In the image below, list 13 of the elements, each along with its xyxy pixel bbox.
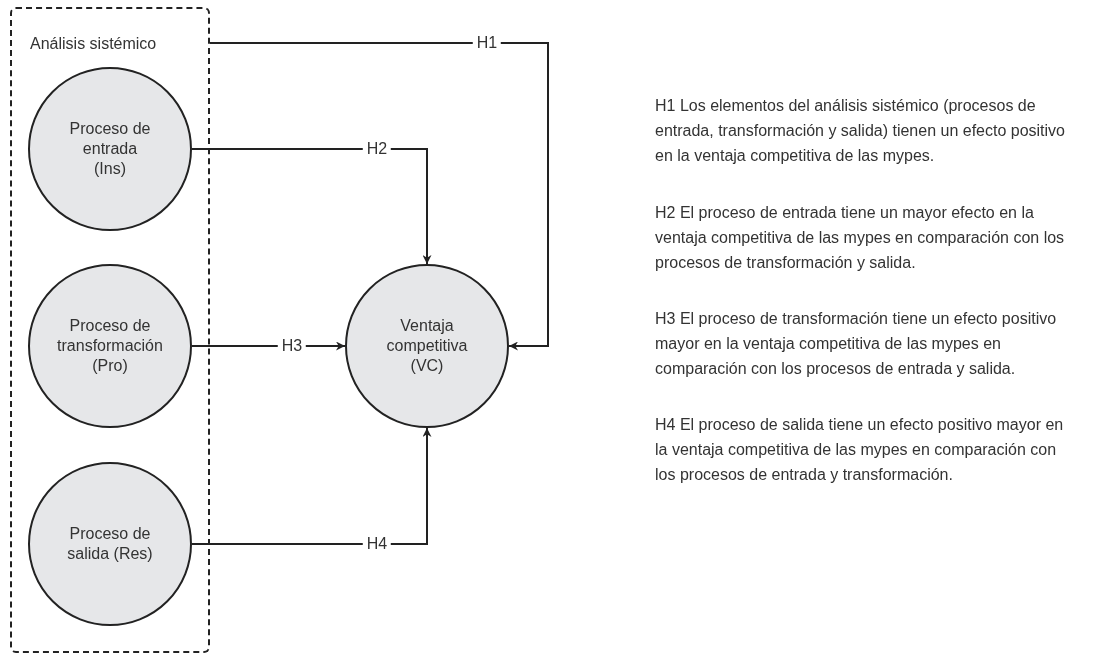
arrow bbox=[209, 42, 549, 351]
arrow bbox=[191, 427, 432, 545]
node-label: Proceso de transformación (Pro) bbox=[56, 316, 164, 376]
hypothesis-text: H3 El proceso de transformación tiene un efecto positivo mayor en la ventaja competitiva de las mypes en comparación con los procesos de entrada y salida. bbox=[655, 309, 1058, 379]
hypothesis-text: H2 El proceso de entrada tiene un mayor efecto en la ventaja competitiva de las mypes en comparación con los procesos de transformación y salida. bbox=[655, 203, 1066, 273]
node-label: Ventaja competitiva (VC) bbox=[385, 316, 469, 376]
dashed-group-frame bbox=[10, 7, 210, 653]
node-label: Proceso de entrada (Ins) bbox=[68, 119, 152, 179]
arrow bbox=[191, 148, 432, 265]
group-heading: Análisis sistémico bbox=[30, 34, 157, 54]
hypothesis-text: H1 Los elementos del análisis sistémico (procesos de entrada, transformación y salida) tienen un efecto positivo en la ventaja competitiva de las mypes. bbox=[655, 96, 1066, 166]
hypothesis-text: H4 El proceso de salida tiene un efecto positivo mayor en la ventaja competitiva de las mypes en comparación con los procesos de entrada y transformación. bbox=[655, 415, 1065, 485]
node-label: Proceso de salida (Res) bbox=[67, 524, 153, 564]
